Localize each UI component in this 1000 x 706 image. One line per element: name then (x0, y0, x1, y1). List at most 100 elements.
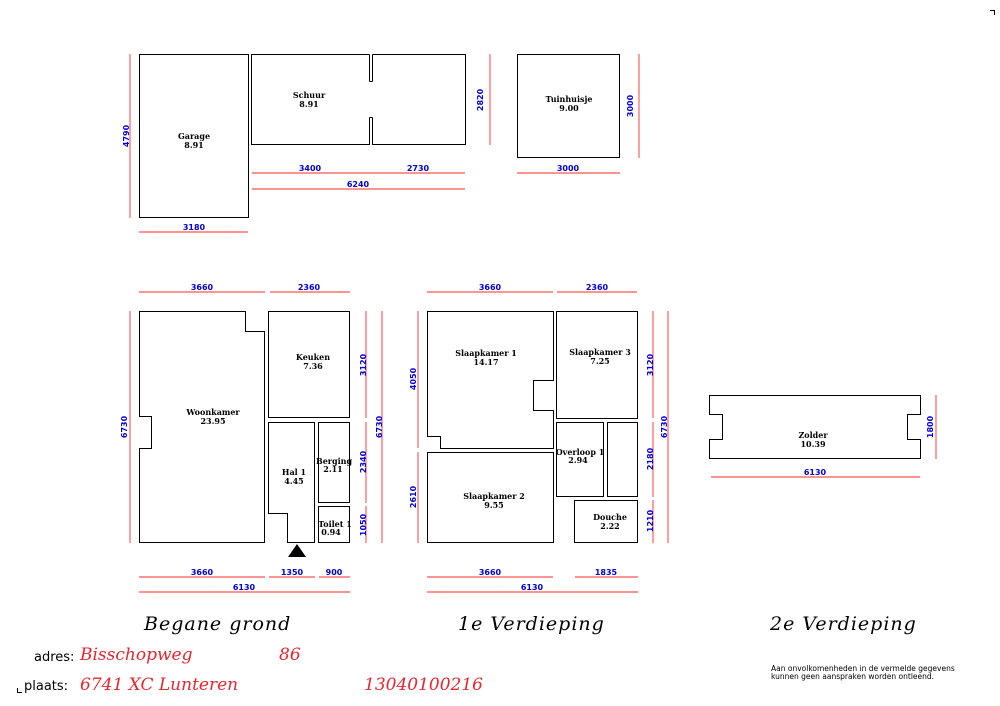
tuinhuisje-name: Tuinhuisje (545, 94, 592, 104)
v1-right3-dim: 1210 (646, 509, 655, 532)
bg-right1-dim: 3120 (359, 353, 368, 376)
keuken-name: Keuken (296, 352, 330, 362)
slaapkamer2-area: 9.55 (484, 500, 503, 510)
v1-bot2-dim: 1835 (595, 568, 618, 577)
douche-name: Douche (593, 512, 627, 522)
slaapkamer2-room: Slaapkamer 2 9.55 (427, 452, 554, 543)
corner-mark-top-right (990, 10, 995, 15)
tuinhuisje-width-dim: 3000 (557, 164, 580, 173)
tuinhuisje-dimensions: 3000 3000 (517, 54, 640, 174)
v1-bot-total-dim: 6130 (521, 583, 544, 592)
garage-height-dim: 4790 (122, 124, 131, 147)
v1-right-total-dim: 6730 (660, 415, 669, 438)
tuinhuisje-room: Tuinhuisje 9.00 (517, 54, 620, 158)
house-number-value: 86 (279, 645, 301, 665)
zolder-name: Zolder (798, 430, 828, 440)
keuken-area: 7.36 (303, 361, 323, 371)
bg-bot3-dim: 900 (326, 568, 343, 577)
level-title-verdieping1: 1e Verdieping (458, 613, 605, 635)
street-value: Bisschopweg (80, 645, 193, 665)
bg-right2-dim: 2340 (359, 450, 368, 473)
verdieping1-top-dimensions: 3660 2360 (427, 283, 637, 293)
tuinhuisje-area: 9.00 (559, 103, 579, 113)
tuinhuisje-height-dim: 3000 (626, 94, 635, 117)
plaats-label: plaats: (24, 679, 69, 694)
douche-area: 2.22 (600, 521, 619, 531)
overloop-room: Overloop 1 2.94 (556, 422, 638, 497)
woonkamer-room: Woonkamer 23.95 (139, 311, 265, 543)
begane-grond-right-dimensions: 3120 2340 1050 6730 (359, 311, 384, 543)
toilet-name: Toilet 1 (318, 519, 352, 529)
begane-grond-bottom-dimensions: 3660 1350 900 6130 (139, 568, 350, 593)
disclaimer-line-2: kunnen geen aanspraken worden ontleend. (771, 672, 935, 681)
bg-left-dim: 6730 (120, 415, 129, 438)
bg-bot2-dim: 1350 (281, 568, 304, 577)
adres-label: adres: (34, 650, 75, 665)
v1-right2-dim: 2180 (646, 447, 655, 470)
hal-name: Hal 1 (282, 467, 306, 477)
schuur-area: 8.91 (299, 99, 318, 109)
hal-area: 4.45 (284, 476, 303, 486)
schuur-total-dim: 6240 (347, 180, 370, 189)
keuken-room: Keuken 7.36 (268, 311, 350, 418)
verdieping1-left-dimensions: 4050 2610 (409, 311, 419, 543)
schuur-width1-dim: 3400 (299, 164, 322, 173)
garage-dimensions: 4790 3180 (122, 54, 248, 233)
v1-bot1-dim: 3660 (479, 568, 502, 577)
bg-bot-total-dim: 6130 (233, 583, 256, 592)
zolder-width-dim: 6130 (804, 468, 827, 477)
woonkamer-name: Woonkamer (185, 407, 240, 417)
entrance-arrow-icon (288, 544, 306, 557)
garage-room: Garage 8.91 (139, 54, 249, 218)
postcode-city-value: 6741 XC Lunteren (80, 675, 239, 695)
begane-grond-left-dimension: 6730 (120, 311, 131, 543)
schuur-dimensions: 3400 2730 6240 2820 (252, 54, 491, 190)
zolder-room: Zolder 10.39 (709, 395, 921, 459)
zolder-area: 10.39 (800, 439, 825, 449)
zolder-dimensions: 6130 1800 (711, 395, 937, 478)
v1-left1-dim: 4050 (409, 367, 418, 390)
corner-mark-bottom-left (17, 688, 22, 693)
level-title-verdieping2: 2e Verdieping (770, 613, 917, 635)
berging-room: Berging 2.11 (316, 422, 353, 503)
level-title-begane-grond: Begane grond (144, 613, 292, 635)
schuur-width2-dim: 2730 (407, 164, 430, 173)
zolder-height-dim: 1800 (926, 415, 935, 438)
toilet-room: Toilet 1 0.94 (318, 506, 352, 543)
verdieping1-right-dimensions: 3120 2180 1210 6730 (646, 311, 669, 543)
slaapkamer1-room: Slaapkamer 1 14.17 (427, 311, 554, 449)
slaapkamer2-name: Slaapkamer 2 (463, 491, 525, 501)
slaapkamer3-room: Slaapkamer 3 7.25 (556, 311, 638, 419)
bg-top1-dim: 3660 (191, 283, 214, 292)
schuur-room: Schuur 8.91 (251, 54, 466, 145)
bg-right3-dim: 1050 (359, 513, 368, 536)
v1-left2-dim: 2610 (409, 485, 418, 508)
bg-top2-dim: 2360 (298, 283, 321, 292)
slaapkamer3-area: 7.25 (590, 356, 609, 366)
slaapkamer3-name: Slaapkamer 3 (569, 347, 631, 357)
douche-room: Douche 2.22 (574, 500, 638, 543)
v1-top1-dim: 3660 (479, 283, 502, 292)
verdieping1-bottom-dimensions: 3660 1835 6130 (427, 568, 638, 593)
overloop-name: Overloop 1 (556, 447, 605, 457)
registration-code-value: 13040100216 (364, 675, 483, 695)
berging-area: 2.11 (323, 464, 342, 474)
v1-top2-dim: 2360 (586, 283, 609, 292)
disclaimer-text: Aan onvolkomenheden in de vermelde gegev… (771, 665, 955, 681)
schuur-name: Schuur (293, 90, 326, 100)
overloop-area: 2.94 (568, 455, 588, 465)
berging-name: Berging (316, 456, 353, 466)
schuur-height-dim: 2820 (476, 88, 485, 111)
bg-right-total-dim: 6730 (375, 415, 384, 438)
disclaimer-line-1: Aan onvolkomenheden in de vermelde gegev… (771, 664, 955, 673)
garage-area: 8.91 (184, 140, 203, 150)
garage-name: Garage (178, 131, 210, 141)
begane-grond-top-dimensions: 3660 2360 (139, 283, 350, 293)
hal-room: Hal 1 4.45 (268, 422, 315, 557)
slaapkamer1-name: Slaapkamer 1 (455, 348, 517, 358)
garage-width-dim: 3180 (183, 223, 206, 232)
slaapkamer1-area: 14.17 (473, 357, 498, 367)
v1-right1-dim: 3120 (646, 353, 655, 376)
toilet-area: 0.94 (321, 527, 341, 537)
